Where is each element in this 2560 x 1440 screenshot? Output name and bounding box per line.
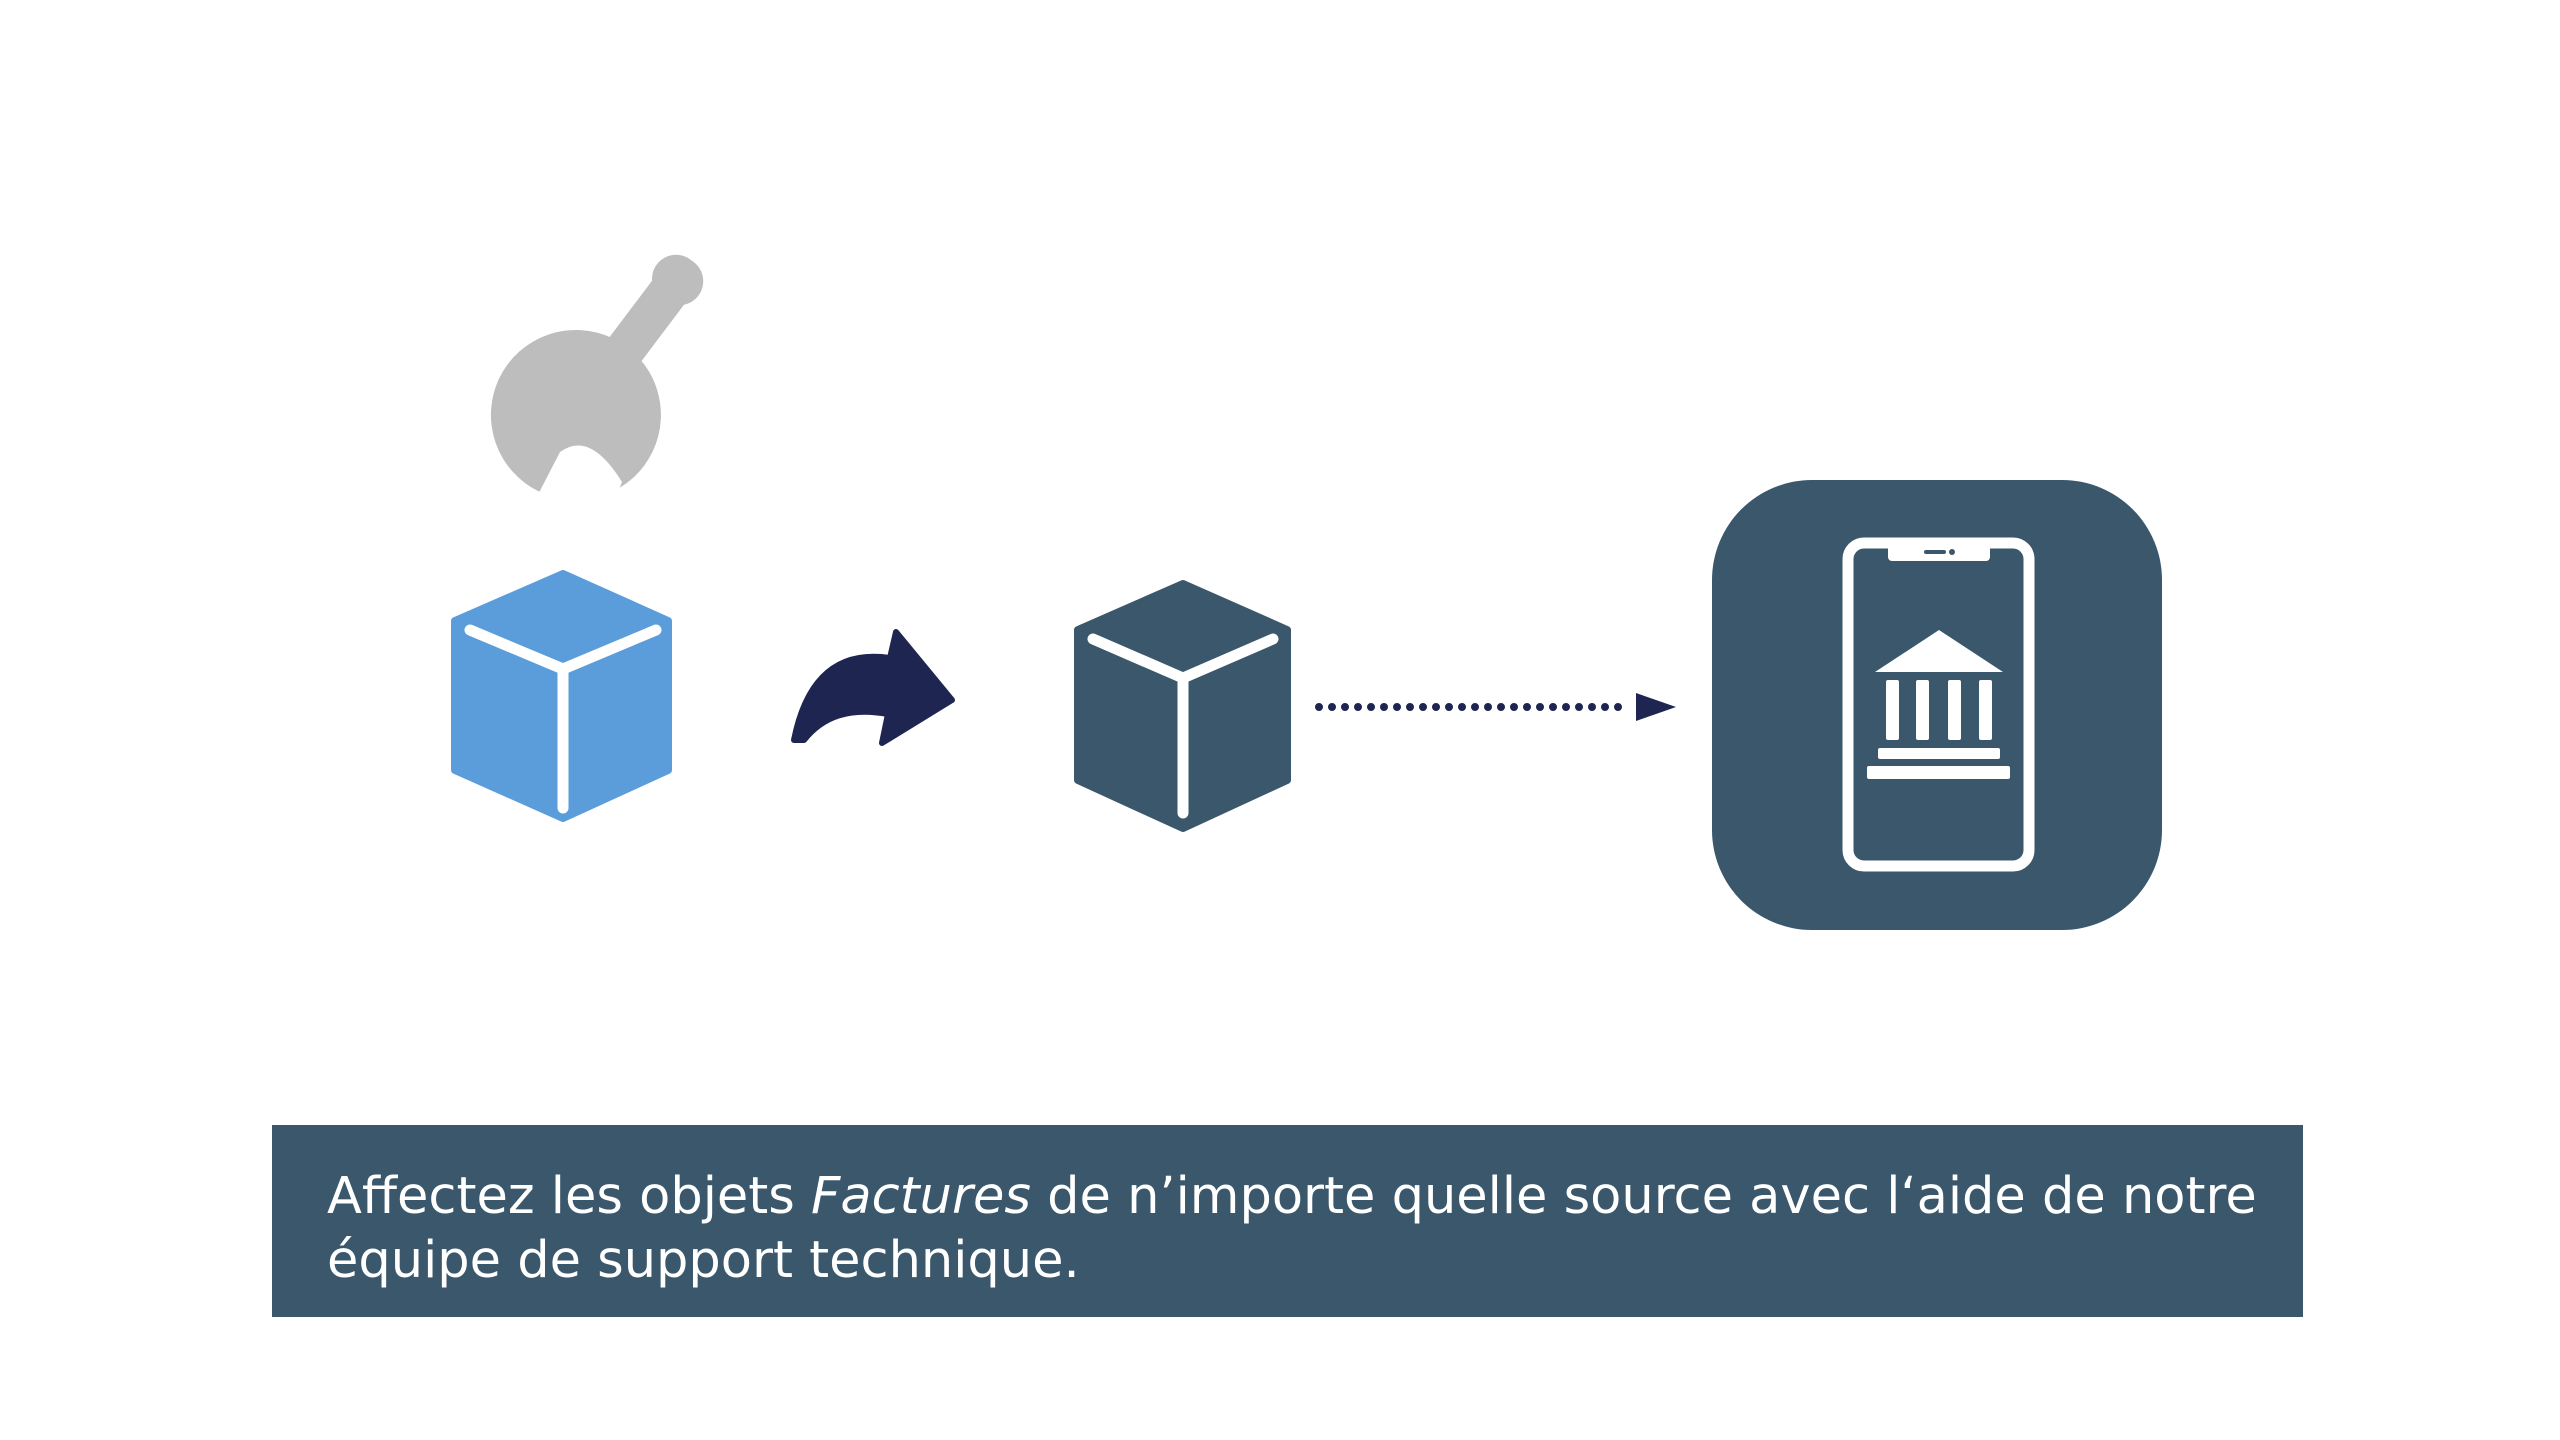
- dotted-arrow-icon: [1315, 693, 1676, 721]
- caption-text: Affectez les objets Factures de n’import…: [327, 1165, 2263, 1293]
- phone-tile: [1712, 480, 2162, 930]
- smartphone-icon: [1842, 537, 2035, 872]
- caption-part-1: Affectez les objets: [327, 1167, 812, 1226]
- caption-banner: Affectez les objets Factures de n’import…: [272, 1125, 2303, 1317]
- caption-part-2: de n’importe quelle source avec l‘aide d…: [327, 1167, 2257, 1290]
- bank-icon: [1867, 630, 2010, 779]
- curved-arrow-icon: [791, 629, 955, 746]
- result-cube-icon: [1074, 580, 1291, 832]
- wrench-icon: [490, 254, 740, 535]
- source-cube-icon: [451, 570, 672, 822]
- caption-emphasis: Factures: [811, 1167, 1031, 1226]
